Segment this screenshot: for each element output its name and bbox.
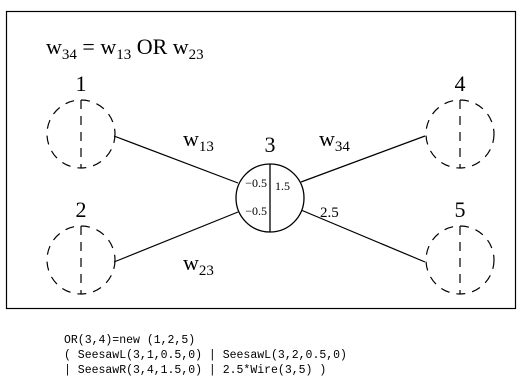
node-5-label: 5 [455,197,466,222]
node-4-label: 4 [455,71,466,96]
node-3-label: 3 [265,132,276,157]
code-line-2: ( SeesawL(3,1,0.5,0) | SeesawL(3,2,0.5,0… [64,349,347,362]
edge-3-5 [300,209,426,263]
node-3-right-value: 1.5 [275,179,290,193]
edge-2-3 [113,211,239,263]
diagram-frame [5,10,517,310]
formula-label: w34 = w13 OR w23 [46,34,204,63]
edge-label-w23: w23 [183,250,214,279]
edge-1-3 [113,135,239,184]
node-3-left-bottom-value: −0.5 [245,204,267,218]
code-line-1: OR(3,4)=new (1,2,5) [64,334,196,347]
edge-label-w34: w34 [319,126,350,155]
node-3-left-top-value: −0.5 [245,176,267,190]
edge-3-4 [300,135,426,183]
node-2-label: 2 [76,197,87,222]
edge-label-w13: w13 [183,126,214,155]
node-1-label: 1 [76,71,87,96]
edge-label-wire-3-5: 2.5 [320,205,339,221]
code-line-3: | SeesawR(3,4,1.5,0) | 2.5*Wire(3,5) ) [64,364,327,377]
